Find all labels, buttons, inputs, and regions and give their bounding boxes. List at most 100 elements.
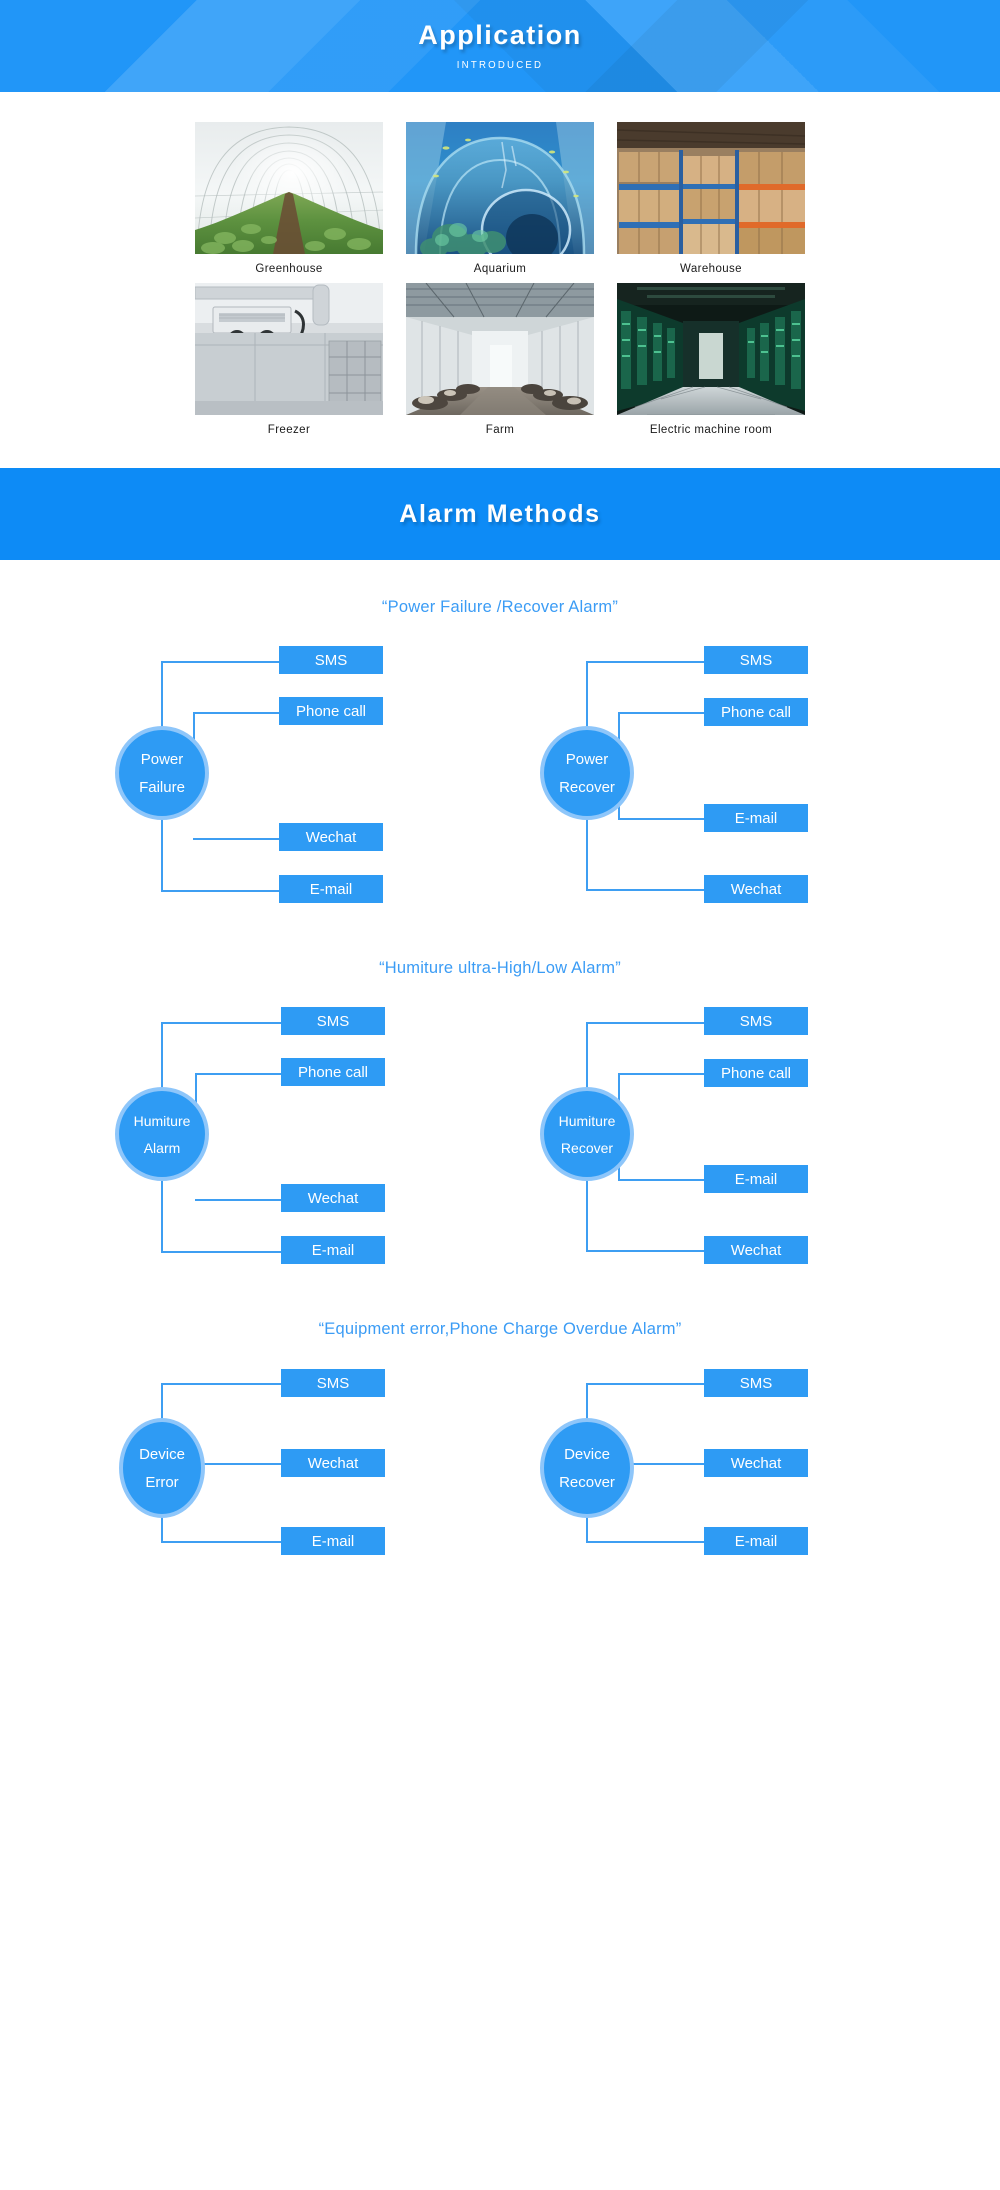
flow-group-title: “Humiture ultra-High/Low Alarm” [379, 959, 621, 977]
flow-method-box[interactable]: Phone call [704, 1059, 808, 1087]
connector-to-method-1 [586, 661, 704, 663]
flow-method-box[interactable]: E-mail [279, 875, 383, 903]
aquarium-photo [406, 122, 594, 254]
flow-method-box[interactable]: E-mail [704, 1527, 808, 1555]
application-caption: Freezer [267, 424, 311, 436]
flow-method-box[interactable]: Wechat [704, 875, 808, 903]
connector-to-method-3 [161, 1541, 281, 1543]
alarm-methods-banner: Alarm Methods [0, 468, 1000, 560]
flow-node-line-1: Device [564, 1445, 610, 1463]
flow-node-circle[interactable]: Power Failure [115, 726, 209, 820]
application-item-freezer[interactable]: Freezer [195, 283, 383, 436]
flow-diagram-power-failure: Power Failure SMS Phone call Wechat E-ma… [75, 641, 500, 921]
flow-method-box[interactable]: SMS [704, 646, 808, 674]
flow-method-box[interactable]: SMS [281, 1007, 385, 1035]
flow-method-box[interactable]: E-mail [281, 1527, 385, 1555]
application-item-greenhouse[interactable]: Greenhouse [195, 122, 383, 275]
flow-node-line-1: Humiture [558, 1112, 616, 1129]
flow-method-label: Wechat [307, 1189, 359, 1207]
connector-to-method-4 [586, 1250, 704, 1252]
alarm-methods-title: Alarm Methods [399, 499, 601, 528]
flow-method-box[interactable]: E-mail [704, 1165, 808, 1193]
application-item-farm[interactable]: Farm [406, 283, 594, 436]
connector-trunk-lower [586, 781, 588, 891]
farm-photo [406, 283, 594, 415]
flow-method-box[interactable]: SMS [281, 1369, 385, 1397]
flow-method-label: SMS [739, 651, 773, 669]
connector-to-method-3 [193, 838, 279, 840]
flow-node-line-2: Error [145, 1473, 179, 1491]
hero-diagonal-pattern [0, 0, 1000, 92]
flow-method-box[interactable]: E-mail [281, 1236, 385, 1264]
flow-node-circle[interactable]: Device Error [119, 1418, 205, 1518]
flow-method-box[interactable]: Phone call [704, 698, 808, 726]
application-caption: Aquarium [473, 263, 527, 275]
flow-node-line-1: Power [140, 750, 184, 768]
flow-method-label: E-mail [309, 880, 353, 898]
flow-method-label: SMS [316, 1374, 350, 1392]
connector-trunk-lower [586, 1142, 588, 1252]
application-item-aquarium[interactable]: Aquarium [406, 122, 594, 275]
flow-method-box[interactable]: SMS [279, 646, 383, 674]
flow-method-label: SMS [739, 1374, 773, 1392]
flow-node-line-1: Humiture [133, 1112, 191, 1129]
application-caption: Warehouse [680, 263, 742, 275]
connector-to-method-3 [586, 1541, 704, 1543]
connector-to-method-4 [161, 890, 279, 892]
connector-to-method-2 [618, 712, 704, 714]
application-item-warehouse[interactable]: Warehouse [617, 122, 805, 275]
flow-method-box[interactable]: Phone call [281, 1058, 385, 1086]
flow-method-label: Wechat [730, 1241, 782, 1259]
flow-node-line-2: Failure [139, 778, 185, 796]
application-caption: Farm [485, 424, 515, 436]
flow-method-box[interactable]: Wechat [704, 1449, 808, 1477]
flow-method-box[interactable]: Phone call [279, 697, 383, 725]
flow-method-box[interactable]: Wechat [281, 1184, 385, 1212]
flow-method-label: E-mail [734, 1170, 778, 1188]
flow-group-title: “Equipment error,Phone Charge Overdue Al… [318, 1320, 682, 1338]
flow-method-box[interactable]: SMS [704, 1007, 808, 1035]
flow-node-circle[interactable]: Power Recover [540, 726, 634, 820]
flow-method-box[interactable]: E-mail [704, 804, 808, 832]
connector-to-method-2 [618, 1073, 704, 1075]
flow-node-line-1: Device [139, 1445, 185, 1463]
flow-node-circle[interactable]: Device Recover [540, 1418, 634, 1518]
connector-to-method-3 [195, 1199, 281, 1201]
flow-node-circle[interactable]: Humiture Recover [540, 1087, 634, 1181]
flow-method-box[interactable]: Wechat [281, 1449, 385, 1477]
greenhouse-photo [195, 122, 383, 254]
flow-method-label: E-mail [311, 1532, 355, 1550]
flow-node-line-1: Power [565, 750, 609, 768]
flow-method-box[interactable]: Wechat [704, 1236, 808, 1264]
application-caption: Electric machine room [649, 424, 773, 436]
flow-method-label: E-mail [734, 1532, 778, 1550]
flow-method-box[interactable]: Wechat [279, 823, 383, 851]
flow-node-line-2: Alarm [143, 1139, 181, 1156]
flow-method-box[interactable]: SMS [704, 1369, 808, 1397]
electric-machine-room-photo [617, 283, 805, 415]
application-caption: Greenhouse [255, 263, 323, 275]
application-row-2: Freezer [0, 283, 1000, 436]
connector-to-method-2 [195, 1073, 281, 1075]
flow-method-label: Phone call [720, 703, 792, 721]
page-title: Application [418, 19, 582, 50]
connector-to-method-2 [195, 1463, 281, 1465]
page-subtitle: INTRODUCED [456, 59, 544, 72]
flow-node-circle[interactable]: Humiture Alarm [115, 1087, 209, 1181]
flow-node-line-2: Recover [559, 1473, 615, 1491]
application-hero-banner: Application INTRODUCED [0, 0, 1000, 92]
connector-to-method-3 [618, 818, 704, 820]
connector-to-method-1 [586, 1022, 704, 1024]
flow-method-label: Wechat [305, 828, 357, 846]
flow-method-label: SMS [314, 651, 348, 669]
connector-to-method-3 [618, 1179, 704, 1181]
flow-node-line-2: Recover [560, 1139, 614, 1156]
connector-to-method-4 [161, 1251, 281, 1253]
connector-to-method-1 [586, 1383, 704, 1385]
flow-diagram-device-recover: Device Recover SMS Wechat E-mail [500, 1363, 925, 1573]
warehouse-photo [617, 122, 805, 254]
flow-group-power: “Power Failure /Recover Alarm” Power Fai… [0, 560, 1000, 921]
application-item-electric-machine-room[interactable]: Electric machine room [617, 283, 805, 436]
flow-group-humiture: “Humiture ultra-High/Low Alarm” Humiture… [0, 921, 1000, 1282]
application-row-1: Greenhouse [0, 122, 1000, 275]
